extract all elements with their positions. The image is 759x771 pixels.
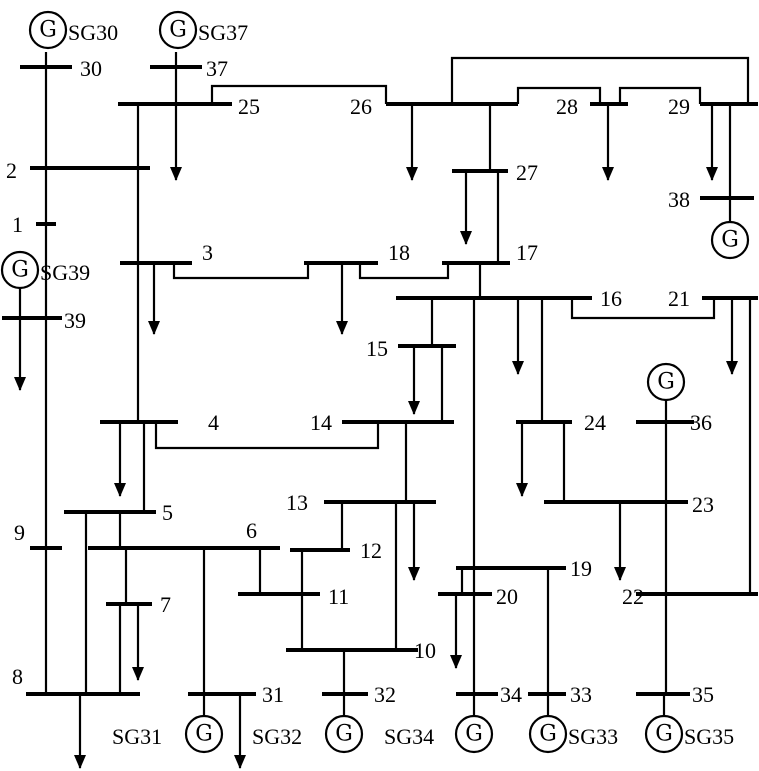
bus-label-25: 25 bbox=[238, 94, 260, 119]
line-26-28 bbox=[516, 86, 602, 104]
bus-label-12: 12 bbox=[360, 538, 382, 563]
bus-label-37: 37 bbox=[206, 56, 228, 81]
generator-label-sg35: SG35 bbox=[684, 724, 734, 749]
generator-symbol: G bbox=[655, 722, 673, 747]
generator-label-sg33: SG33 bbox=[568, 724, 618, 749]
bus-bars bbox=[2, 65, 758, 696]
generator-symbol: G bbox=[539, 722, 557, 747]
bus-label-34: 34 bbox=[500, 682, 522, 707]
generator-label-sg31: SG31 bbox=[112, 724, 162, 749]
bus-label-11: 11 bbox=[328, 584, 349, 609]
bus-label-7: 7 bbox=[160, 592, 171, 617]
bus-label-27: 27 bbox=[516, 160, 538, 185]
generators: G SG30 G SG37 G SG39 G G G SG31 G bbox=[0, 10, 750, 754]
bus-label-24: 24 bbox=[584, 410, 606, 435]
bus-label-5: 5 bbox=[162, 500, 173, 525]
bus-label-17: 17 bbox=[516, 240, 538, 265]
generator-symbol: G bbox=[39, 18, 57, 43]
generator-icon-sg36: G bbox=[646, 362, 686, 402]
bus-labels: 30 37 25 26 28 29 2 27 38 1 3 18 17 16 2… bbox=[6, 56, 714, 707]
generator-label-sg32: SG32 bbox=[252, 724, 302, 749]
generator-icon-sg34: G bbox=[454, 714, 494, 754]
bus-label-4: 4 bbox=[208, 410, 219, 435]
line-16-21 bbox=[570, 298, 716, 320]
bus-label-36: 36 bbox=[690, 410, 712, 435]
bus-label-10: 10 bbox=[414, 638, 436, 663]
bus-label-30: 30 bbox=[80, 56, 102, 81]
bus-label-21: 21 bbox=[668, 286, 690, 311]
generator-icon-sg35: G bbox=[644, 714, 684, 754]
line-4-14 bbox=[154, 422, 380, 450]
bus-label-8: 8 bbox=[12, 664, 23, 689]
generator-label-sg34: SG34 bbox=[384, 724, 434, 749]
bus-label-28: 28 bbox=[556, 94, 578, 119]
bus-label-1: 1 bbox=[12, 212, 23, 237]
bus-label-3: 3 bbox=[202, 240, 213, 265]
bus-label-29: 29 bbox=[668, 94, 690, 119]
bus-label-14: 14 bbox=[310, 410, 332, 435]
generator-symbol: G bbox=[465, 722, 483, 747]
line-18-17 bbox=[358, 263, 450, 280]
generator-icon-sg32: G bbox=[324, 714, 364, 754]
generator-symbol: G bbox=[657, 370, 675, 395]
generator-icon-sg31: G bbox=[184, 714, 224, 754]
bus-label-6: 6 bbox=[246, 518, 257, 543]
bus-label-35: 35 bbox=[692, 682, 714, 707]
generator-label-sg37: SG37 bbox=[198, 20, 248, 45]
generator-label-sg30: SG30 bbox=[68, 20, 118, 45]
generator-symbol: G bbox=[335, 722, 353, 747]
generator-icon-sg39: G bbox=[0, 250, 40, 290]
bus-label-2: 2 bbox=[6, 158, 17, 183]
generator-symbol: G bbox=[11, 258, 29, 283]
bus-label-13: 13 bbox=[286, 490, 308, 515]
line-26-29 bbox=[450, 56, 750, 104]
generator-icon-sg37: G bbox=[158, 10, 198, 50]
bus-label-16: 16 bbox=[600, 286, 622, 311]
generator-icon-sg38: G bbox=[710, 220, 750, 260]
bus-label-18: 18 bbox=[388, 240, 410, 265]
generator-symbol: G bbox=[169, 18, 187, 43]
line-28-29 bbox=[618, 86, 702, 104]
bus-label-26: 26 bbox=[350, 94, 372, 119]
line-25-26 bbox=[210, 84, 388, 104]
generator-label-sg39: SG39 bbox=[40, 260, 90, 285]
generator-symbol: G bbox=[195, 722, 213, 747]
bus-label-31: 31 bbox=[262, 682, 284, 707]
bus-label-38: 38 bbox=[668, 187, 690, 212]
bus-label-33: 33 bbox=[570, 682, 592, 707]
bus-label-22: 22 bbox=[622, 584, 644, 609]
generator-symbol: G bbox=[721, 228, 739, 253]
bus-label-9: 9 bbox=[14, 520, 25, 545]
generator-icon-sg33: G bbox=[528, 714, 568, 754]
generator-icon-sg30: G bbox=[28, 10, 68, 50]
bus-label-20: 20 bbox=[496, 584, 518, 609]
bus-label-23: 23 bbox=[692, 492, 714, 517]
bus-label-39: 39 bbox=[64, 308, 86, 333]
bus-label-32: 32 bbox=[374, 682, 396, 707]
bus-label-15: 15 bbox=[366, 336, 388, 361]
load-arrows bbox=[14, 104, 738, 769]
line-3-18 bbox=[172, 263, 310, 280]
bus-label-19: 19 bbox=[570, 556, 592, 581]
generator-stubs bbox=[202, 694, 666, 716]
